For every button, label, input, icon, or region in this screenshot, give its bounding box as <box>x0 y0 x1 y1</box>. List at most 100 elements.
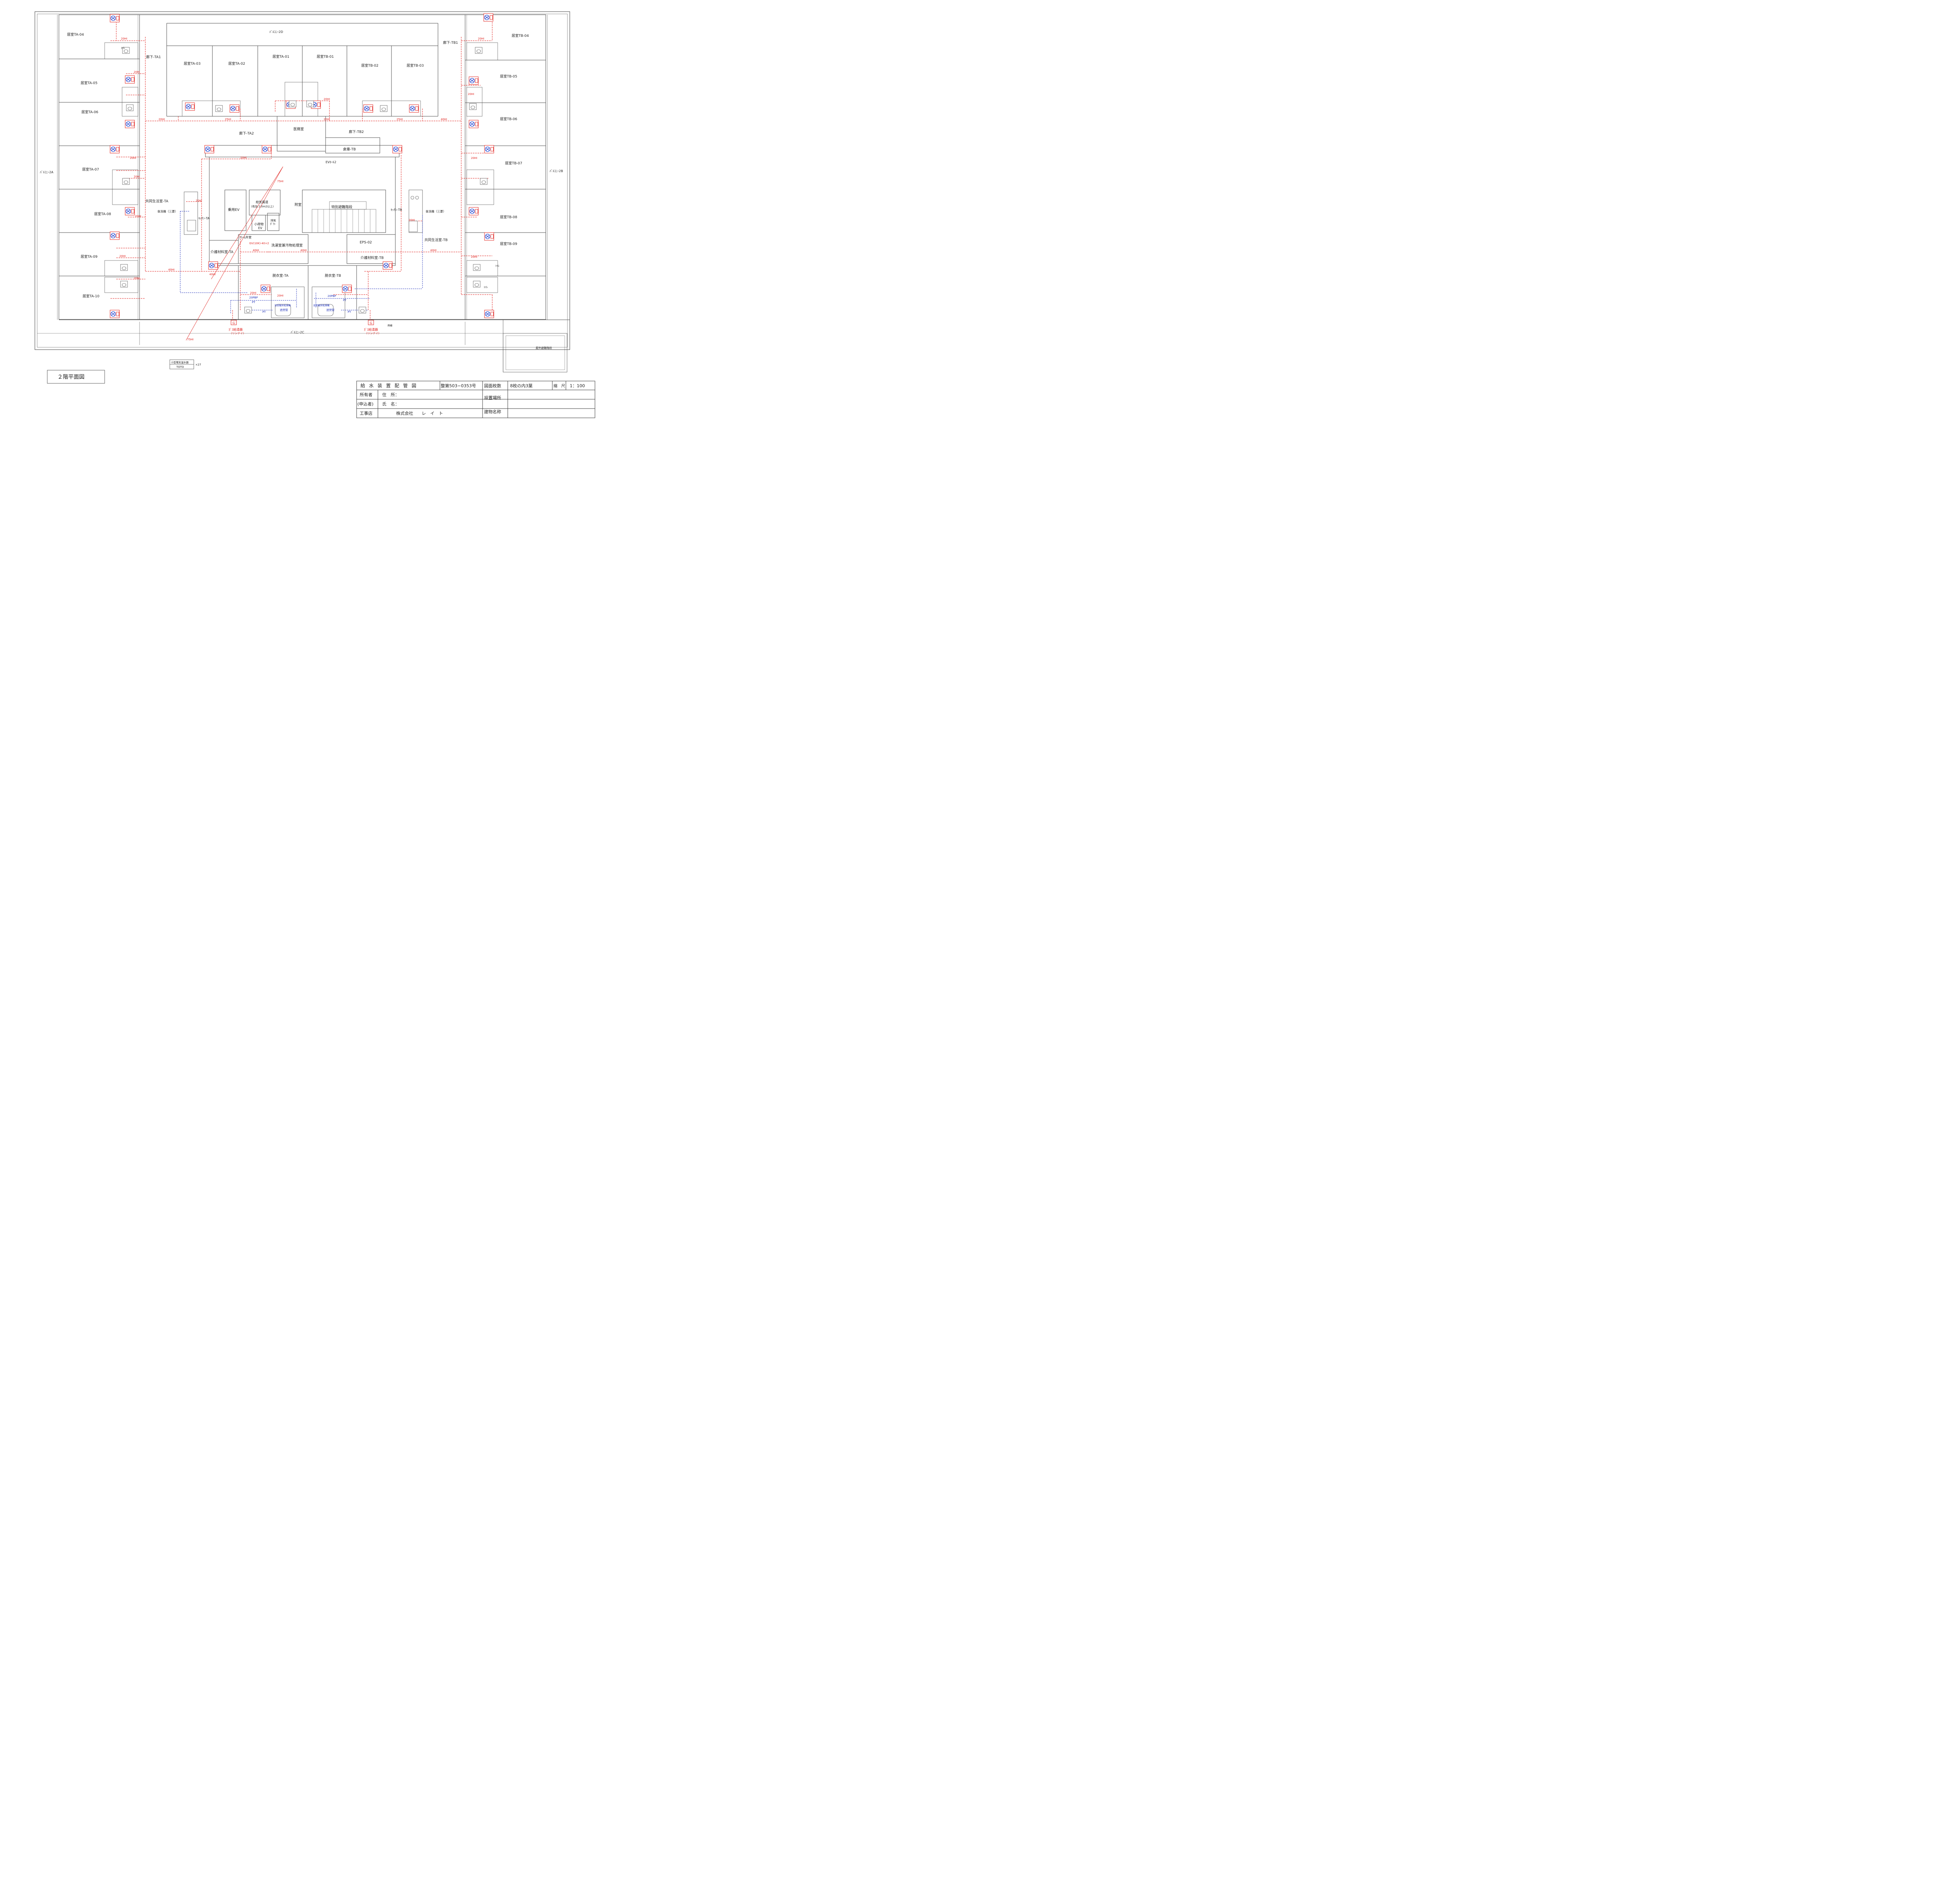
changing-tb: 脱衣室-TB <box>325 273 341 278</box>
pipe-label: 20HI <box>130 157 136 160</box>
balcony-edges <box>37 15 548 345</box>
bath-dryer-ta: 浴室暖房乾燥機 <box>274 304 291 307</box>
passenger-ev: 乗用EV <box>228 207 240 212</box>
medical-room: 医務室 <box>293 127 304 131</box>
tb-owner-label: 所有者 <box>360 392 372 397</box>
room-ta02: 居室TA-02 <box>228 61 245 66</box>
pt-label: PT <box>262 310 266 314</box>
alarm-valve-room: ｱﾗｰﾑ弁室 <box>239 235 252 239</box>
room-tb08: 居室TB-08 <box>500 215 517 219</box>
room-tb02: 居室TB-02 <box>361 63 378 68</box>
pipe-label: 20HI <box>135 215 141 218</box>
bathtubs <box>187 196 419 316</box>
kitchen-tb: ｷｯﾁﾝ-TB <box>391 208 402 212</box>
pt-label: PT <box>343 299 347 302</box>
tb-address-label: 住 所： <box>382 392 399 397</box>
annex-room: 附室 <box>295 202 302 207</box>
room-tb01: 居室TB-01 <box>317 54 334 59</box>
pipe-label: 40HI <box>300 249 307 252</box>
changing-ta: 脱衣室-TA <box>272 273 289 278</box>
air-supply-sub: (有効 2.0m2以上) <box>251 205 274 208</box>
room-tb03: 居室TB-03 <box>407 63 424 68</box>
pipe-label: 20HI <box>277 294 283 297</box>
pt-label: PT <box>348 310 351 314</box>
right-wing-walls <box>465 15 546 320</box>
pipe-label: 75HI <box>187 338 193 341</box>
legend-heater-name: 小型電気温水器 <box>171 360 189 364</box>
outdoor-stair: 屋外避難階段 <box>536 346 552 350</box>
corridor-tb2: 廊下-TB2 <box>349 129 364 134</box>
title-block <box>356 381 595 418</box>
small-ev-2: EV <box>258 226 262 230</box>
living-ta: 共同生活室-TA <box>145 199 169 204</box>
floor-title: ２階平面図 <box>57 374 84 380</box>
room-ta03: 居室TA-03 <box>184 61 200 66</box>
room-ta10: 居室TA-10 <box>83 294 100 298</box>
reheat-tb: 追焚管 <box>326 308 334 312</box>
pipe-label: 20HI <box>478 37 484 40</box>
pipe-label: 20HI <box>250 291 256 295</box>
room-tb07: 居室TB-07 <box>505 161 522 166</box>
pipe-label: 25HI <box>397 118 403 121</box>
dishwasher-ta: 食洗機（三菱） <box>157 209 178 213</box>
room-tb09: 居室TB-09 <box>500 241 517 246</box>
room-ta04: 居室TA-04 <box>67 32 84 37</box>
pipe-label: 20HI <box>324 98 330 101</box>
room-tb05: 居室TB-05 <box>500 74 517 79</box>
floor-title-box <box>47 370 105 384</box>
pipe-label: 40HI <box>168 268 174 271</box>
tb-building-label: 建物名称 <box>484 409 501 414</box>
tb-sheet-label: 図面枚数 <box>484 383 501 388</box>
gas-heater-ta: ｶﾞｽ給湯器 <box>229 328 243 331</box>
room-ta01: 居室TA-01 <box>272 54 289 59</box>
drain-label: 雨樋 <box>388 324 392 327</box>
floor-plan-drawing: 居室TA-04 居室TA-05 居室TA-06 居室TA-07 居室TA-08 … <box>34 11 595 418</box>
exhaust: 排気 <box>271 219 276 222</box>
gas-heater-ta-maker: (リンナイ) <box>231 332 244 335</box>
pipe-label: 20HI <box>471 255 477 259</box>
tb-permit-no: 整第503−0353号 <box>441 383 476 388</box>
pipe-label: 20HI <box>196 199 202 202</box>
pipe-label: 20HI <box>134 175 140 178</box>
room-tb06: 居室TB-06 <box>500 117 517 121</box>
exhaust-2: ﾀﾞｸﾄ <box>270 222 276 226</box>
balcony-2c: ﾊﾞﾙｺﾆｰ2C <box>291 331 304 334</box>
care-tb: 介護材料室-TB <box>360 255 384 260</box>
balcony-2d: ﾊﾞﾙｺﾆｰ2D <box>269 30 283 34</box>
gas-mark-tb: G <box>370 321 372 325</box>
pipe-label: 20HI <box>324 118 330 121</box>
pipe-label: 20HI <box>409 219 415 222</box>
pipe-label: 20HI <box>134 277 140 280</box>
laundry-room: 洗濯室兼汚物処理室 <box>271 243 303 248</box>
balcony-2b: ﾊﾞﾙｺﾆｰ2B <box>550 169 563 173</box>
dishwasher-tb: 食洗機（三菱） <box>426 209 446 213</box>
tb-scale-label: 縮 尺 <box>553 383 565 388</box>
storage-tb: 倉庫-TB <box>343 147 356 152</box>
corridor-ta1: 廊下-TA1 <box>146 55 161 59</box>
room-ta06: 居室TA-06 <box>81 110 98 114</box>
toilet-tb10: ﾄｲﾚ <box>484 286 488 289</box>
balcony-2a: ﾊﾞﾙｺﾆｰ2A <box>40 171 53 174</box>
riser-lines <box>186 166 283 341</box>
pipe-label: 20HI <box>240 156 247 159</box>
legend-box <box>169 359 194 369</box>
center-core-walls <box>184 116 423 320</box>
care-ta: 介護材料室-TA <box>210 250 234 254</box>
corridor-ta2: 廊下-TA2 <box>239 131 254 136</box>
living-tb: 共同生活室-TB <box>424 238 448 242</box>
tb-applicant-label: (申込者) <box>357 402 374 407</box>
tb-scale-value: 1：100 <box>570 383 585 388</box>
pipe-label: 20HI <box>119 255 126 258</box>
legend-heater-maker: TOTO <box>176 366 184 369</box>
room-ta09: 居室TA-09 <box>81 254 98 259</box>
pipe-label: 40HI <box>209 273 216 276</box>
pbp-label: 20PBP <box>249 296 258 299</box>
pt-label: PT <box>252 301 255 304</box>
pipe-label: 40HI <box>253 249 259 252</box>
toilet-ta04: ﾄｲﾚ <box>121 47 125 50</box>
tb-sheet-value: 8枚の内3葉 <box>510 383 533 388</box>
pipe-label: 75HI <box>277 180 283 183</box>
air-supply: 給気風道 <box>256 200 268 204</box>
room-ta05: 居室TA-05 <box>81 81 97 85</box>
room-tb04: 居室TB-04 <box>512 33 529 38</box>
